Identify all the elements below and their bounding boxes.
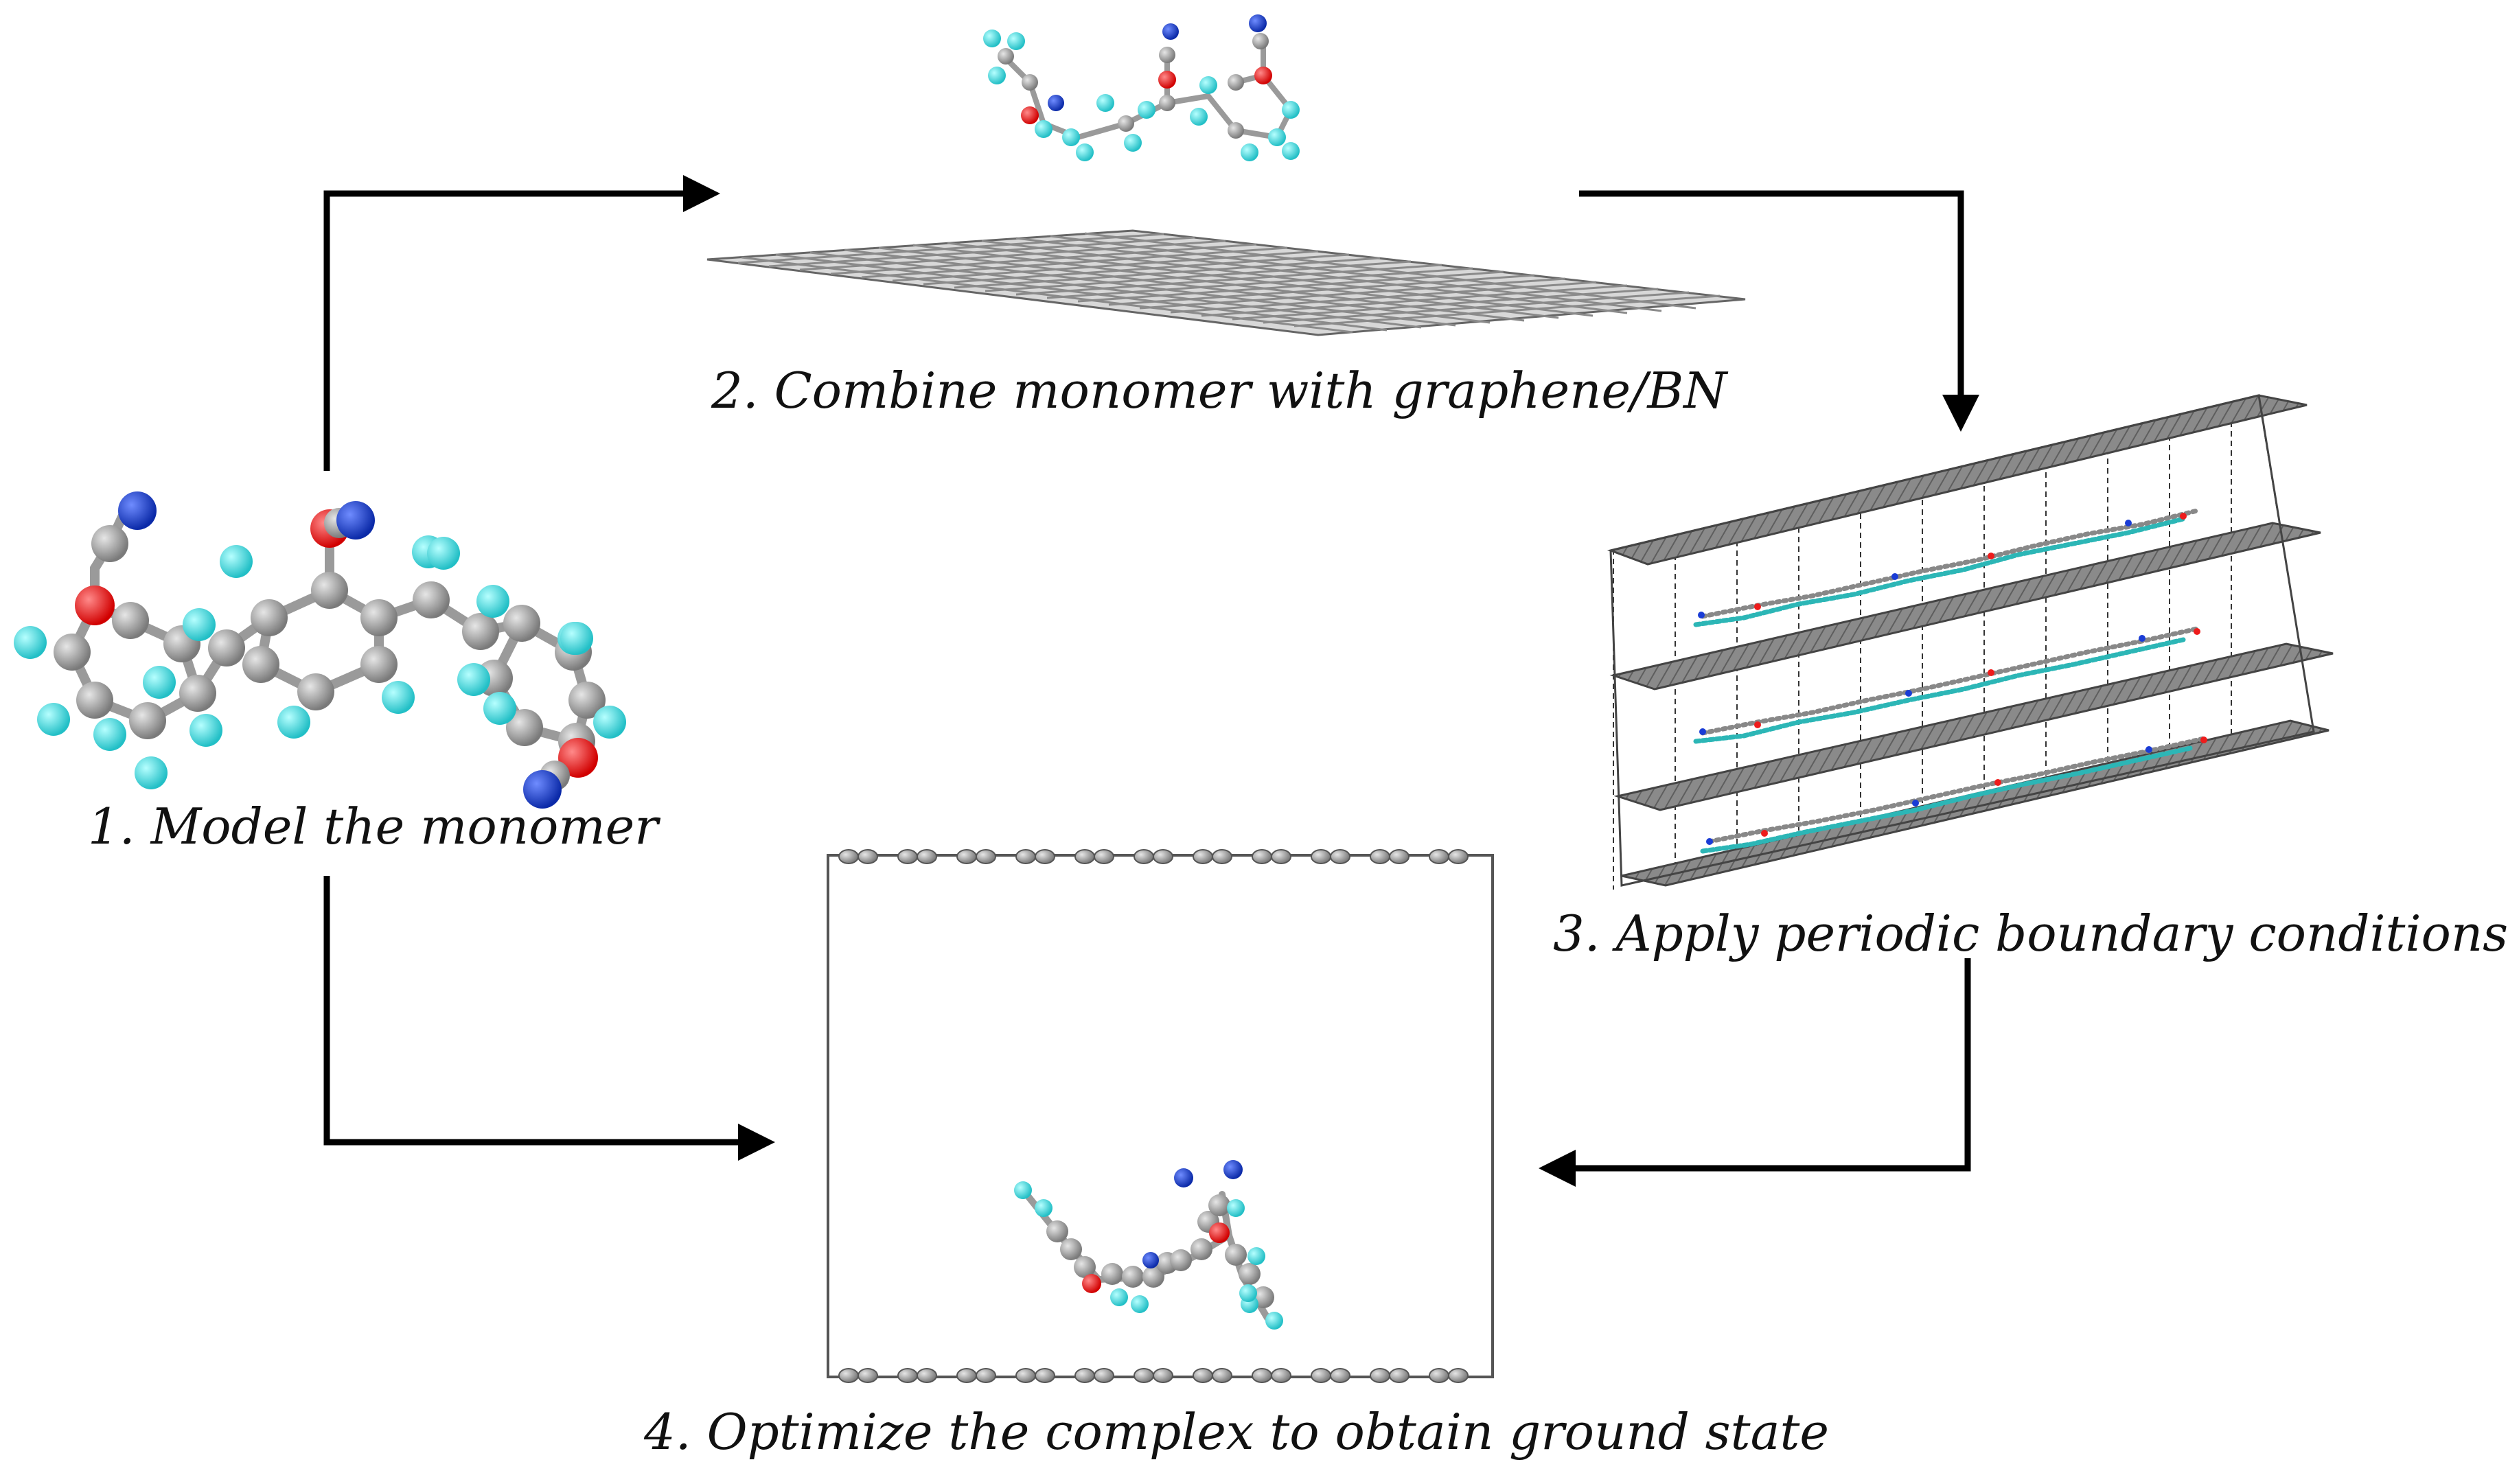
optimized-complex — [827, 849, 1494, 1383]
monomer-on-sheet — [983, 14, 1300, 161]
step-4-label: 4. Optimize the complex to obtain ground… — [644, 1403, 1830, 1461]
arrow-3-to-4 — [1539, 958, 1971, 1187]
monomer-model — [14, 491, 626, 809]
arrow-1-to-4 — [323, 876, 775, 1161]
step-1-label: 1. Model the monomer — [88, 798, 658, 855]
arrow-2-to-3 — [1579, 190, 1979, 432]
arrow-1-to-2 — [323, 175, 720, 471]
bottom-sheet-atoms — [838, 1368, 1469, 1383]
step-2-label: 2. Combine monomer with graphene/BN — [711, 362, 1727, 419]
adsorbed-monomer — [1014, 1160, 1283, 1330]
top-sheet-atoms — [838, 849, 1469, 864]
graphene-sheet — [706, 229, 1746, 336]
step-3-label: 3. Apply periodic boundary conditions — [1553, 905, 2508, 962]
periodic-cell — [1607, 394, 2334, 890]
